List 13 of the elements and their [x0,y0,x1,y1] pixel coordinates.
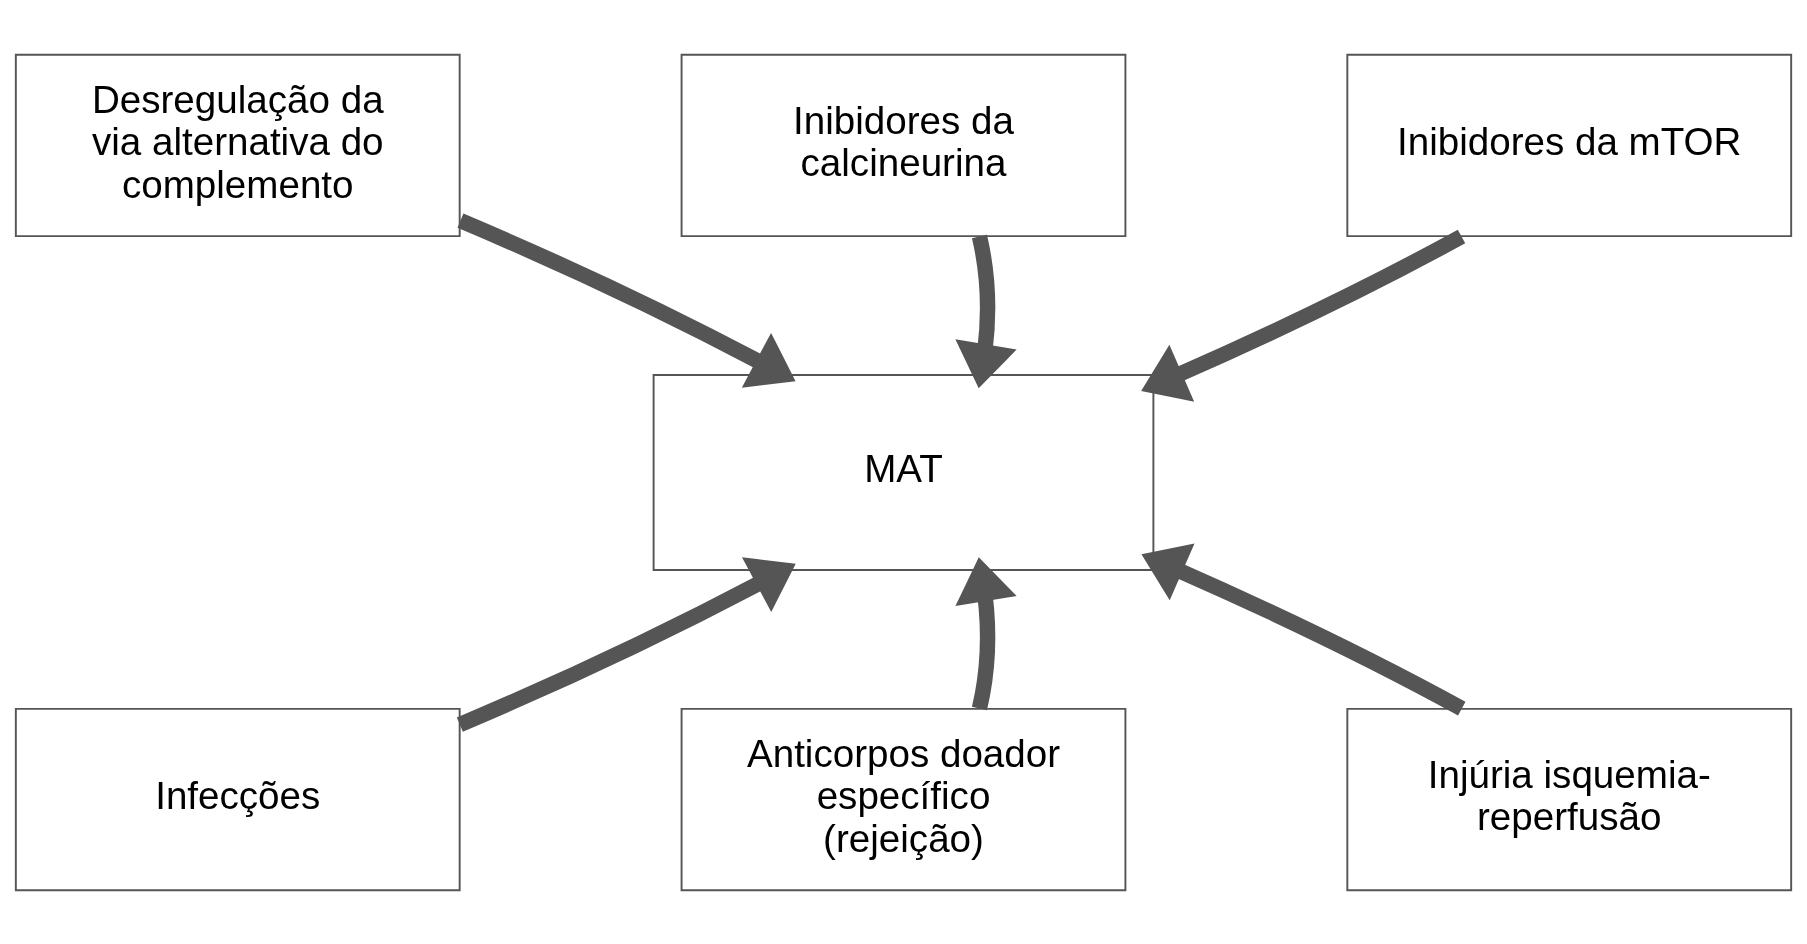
node-box: Injúria isquemia-reperfusão [1346,707,1793,891]
node-box: Inibidores da calcineurina [680,53,1127,237]
arrow [456,556,796,732]
arrow [955,234,1017,388]
node-box: Inibidores da mTOR [1346,53,1793,237]
node-box: MAT [652,373,1155,571]
arrow [1141,542,1466,715]
node-box: Infecções [14,707,461,891]
arrow [457,213,796,388]
node-box: Anticorpos doador específico (rejeição) [680,707,1127,891]
arrow [955,556,1017,710]
node-box: Desregulação da via alternativa do complemento [14,53,461,237]
arrow [1141,229,1466,402]
